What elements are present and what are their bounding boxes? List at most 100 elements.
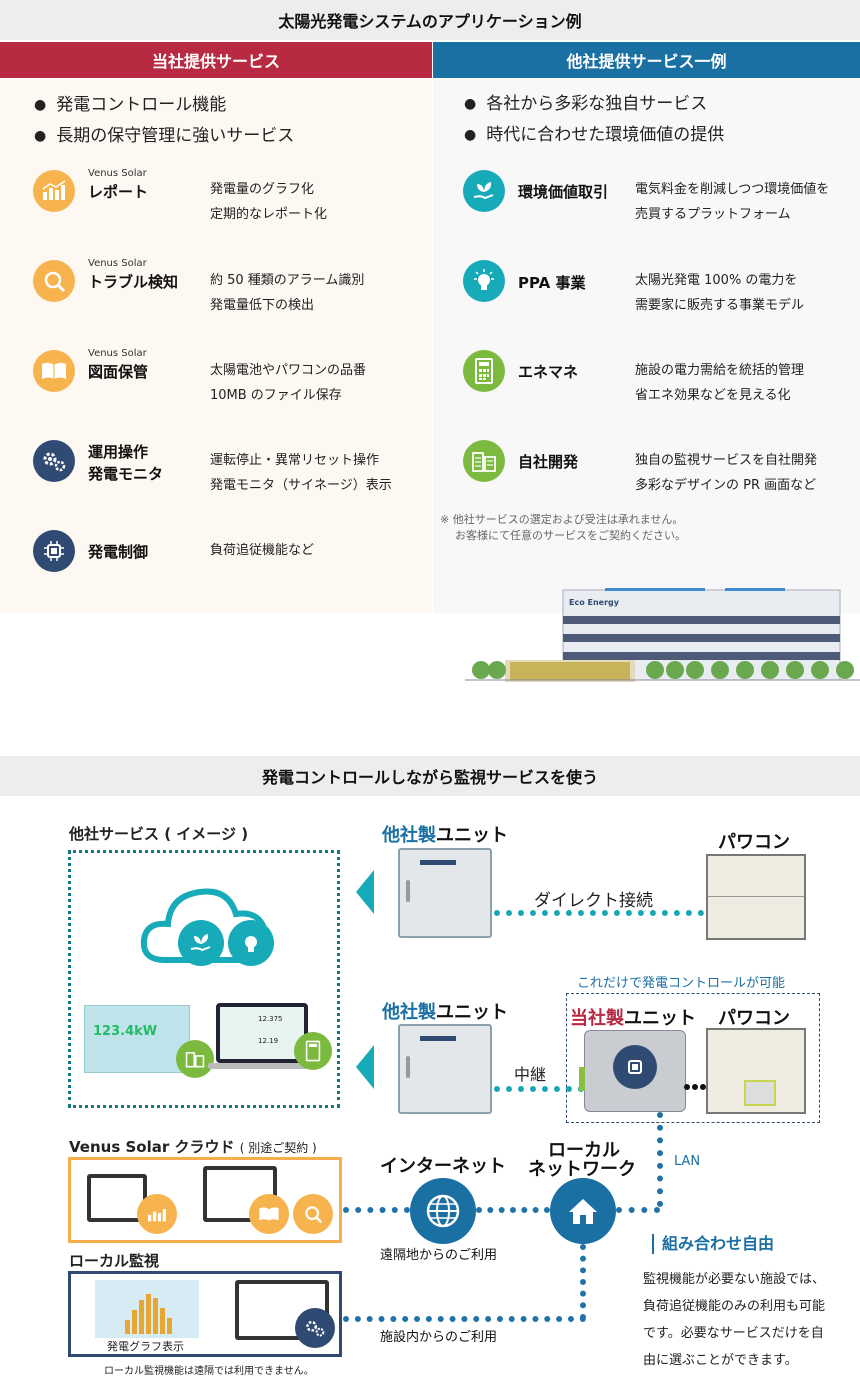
service-desc: 定期的なレポート化 xyxy=(210,207,328,222)
buildings-icon xyxy=(176,1040,214,1078)
connector xyxy=(579,1067,585,1091)
only-this-note: これだけで発電コントロールが可能 xyxy=(577,976,786,991)
combo-line: です。必要なサービスだけを自 xyxy=(643,1326,824,1341)
chip-icon xyxy=(613,1045,657,1089)
service-desc: 負荷追従機能など xyxy=(210,543,315,558)
service-name: エネマネ xyxy=(518,363,579,381)
service-desc: 電気料金を削減しつつ環境価値を xyxy=(635,182,830,197)
gears-icon xyxy=(295,1308,335,1348)
gears-icon xyxy=(33,440,75,482)
globe-icon xyxy=(410,1178,476,1244)
local-note: ローカル監視機能は遠隔では利用できません。 xyxy=(104,1366,314,1377)
internet-network-line xyxy=(476,1207,550,1213)
lightbulb-icon xyxy=(463,260,505,302)
magnifier-icon xyxy=(33,260,75,302)
chart-icon xyxy=(137,1194,177,1234)
local-network-label-1: ローカル xyxy=(548,1140,620,1161)
bullet-item: 時代に合わせた環境価値の提供 xyxy=(464,120,724,145)
right-panel xyxy=(433,79,860,613)
relay-label: 中継 xyxy=(514,1065,547,1084)
service-desc: 運転停止・異常リセット操作 xyxy=(210,453,380,468)
service-desc: 発電モニタ（サイネージ）表示 xyxy=(210,478,392,493)
cloud-box xyxy=(68,1157,342,1243)
right-column-header: 他社提供サービス一例 xyxy=(433,42,860,78)
left-panel xyxy=(0,79,432,613)
service-desc: 約 50 種類のアラーム識別 xyxy=(210,273,365,288)
direct-connection-label: ダイレクト接続 xyxy=(534,891,653,911)
book-icon xyxy=(33,350,75,392)
service-prefix: Venus Solar xyxy=(88,348,147,359)
section-title-top: 太陽光発電システムのアプリケーション例 xyxy=(0,0,860,40)
internet-label: インターネット xyxy=(380,1156,506,1177)
service-desc: 多彩なデザインの PR 画面など xyxy=(635,478,817,493)
arrow-left-icon xyxy=(356,870,374,914)
service-desc: 独自の監視サービスを自社開発 xyxy=(635,453,818,468)
note-line: ※ 他社サービスの選定および受注は承れません。 xyxy=(440,513,684,526)
service-name: 発電制御 xyxy=(88,543,149,561)
bullet-item: 各社から多彩な独自サービス xyxy=(464,89,707,114)
leaf-hand-icon xyxy=(178,920,224,966)
chart-icon xyxy=(33,170,75,212)
local-monitor-line xyxy=(343,1316,586,1322)
service-desc: 発電量低下の検出 xyxy=(210,298,315,313)
lan-label: LAN xyxy=(674,1154,701,1169)
service-desc: 発電量のグラフ化 xyxy=(210,182,315,197)
service-desc: 売買するプラットフォーム xyxy=(635,207,791,222)
connection-line xyxy=(494,910,704,916)
service-desc: 10MB のファイル保存 xyxy=(210,388,342,403)
service-name-line2: 発電モニタ xyxy=(88,465,164,483)
relay-line xyxy=(494,1086,584,1092)
onsite-use-label: 施設内からのご利用 xyxy=(380,1330,498,1345)
building-sign: Eco Energy xyxy=(569,598,619,607)
signage-power: 123.4kW xyxy=(93,1024,158,1039)
pawacon-label: パワコン xyxy=(718,832,790,853)
service-desc: 太陽光発電 100% の電力を xyxy=(635,273,798,288)
service-desc: 需要家に販売する事業モデル xyxy=(635,298,805,313)
pawacon-device xyxy=(706,1028,806,1114)
note-line: お客様にて任意のサービスをご契約ください。 xyxy=(455,529,686,542)
left-column-header: 当社提供サービス xyxy=(0,42,432,78)
local-monitor-title: ローカル監視 xyxy=(69,1252,160,1270)
laptop-screen: 12.375 12.19 xyxy=(216,1003,308,1063)
combo-line: 由に選ぶことができます。 xyxy=(643,1353,798,1368)
service-prefix: Venus Solar xyxy=(88,258,147,269)
bullet-item: 発電コントロール機能 xyxy=(34,90,226,115)
other-unit-label: 他社製ユニット xyxy=(382,1002,508,1023)
other-unit-device xyxy=(398,848,492,938)
signage-panel: 123.4kW xyxy=(84,1005,190,1073)
other-unit-label: 他社製ユニット xyxy=(382,825,508,846)
network-local-line xyxy=(580,1244,586,1320)
graph-panel xyxy=(95,1280,199,1338)
screen-value: 12.19 xyxy=(258,1037,279,1045)
combo-text: 監視機能が必要ない施設では、 負荷追従機能のみの利用も可能 です。必要なサービス… xyxy=(643,1266,825,1374)
service-name: レポート xyxy=(88,183,149,201)
combo-title: 組み合わせ自由 xyxy=(652,1234,774,1254)
service-desc: 省エネ効果などを見える化 xyxy=(635,388,791,403)
our-unit-label: 当社製ユニット xyxy=(570,1008,696,1029)
laptop-base xyxy=(208,1063,316,1069)
our-unit-group xyxy=(566,993,820,1123)
local-network-label-2: ネットワーク xyxy=(528,1159,636,1180)
arrow-left-icon xyxy=(356,1045,374,1089)
local-monitor-box: 発電グラフ表示 xyxy=(68,1271,342,1357)
pawacon-device xyxy=(706,854,806,940)
home-icon xyxy=(550,1178,616,1244)
bullet-item: 長期の保守管理に強いサービス xyxy=(34,121,294,146)
service-name: 運用操作 xyxy=(88,443,149,461)
screen-value: 12.375 xyxy=(258,1015,283,1023)
pawacon-label: パワコン xyxy=(718,1008,790,1029)
service-desc: 太陽電池やパワコンの品番 xyxy=(210,363,367,378)
graph-caption: 発電グラフ表示 xyxy=(107,1340,184,1353)
remote-use-label: 遠隔地からのご利用 xyxy=(380,1248,498,1263)
service-name: 環境価値取引 xyxy=(518,183,609,201)
cloud-internet-line xyxy=(343,1207,410,1213)
service-name: 自社開発 xyxy=(518,453,579,471)
calculator-icon xyxy=(294,1032,332,1070)
section-title-bottom: 発電コントロールしながら監視サービスを使う xyxy=(0,756,860,796)
service-name: PPA 事業 xyxy=(518,274,586,292)
other-service-title: 他社サービス ( イメージ ) xyxy=(69,825,249,843)
other-unit-device xyxy=(398,1024,492,1114)
cloud-title: Venus Solar クラウド ( 別途ご契約 ) xyxy=(69,1138,317,1156)
chip-icon xyxy=(33,530,75,572)
combo-line: 監視機能が必要ない施設では、 xyxy=(643,1272,826,1287)
